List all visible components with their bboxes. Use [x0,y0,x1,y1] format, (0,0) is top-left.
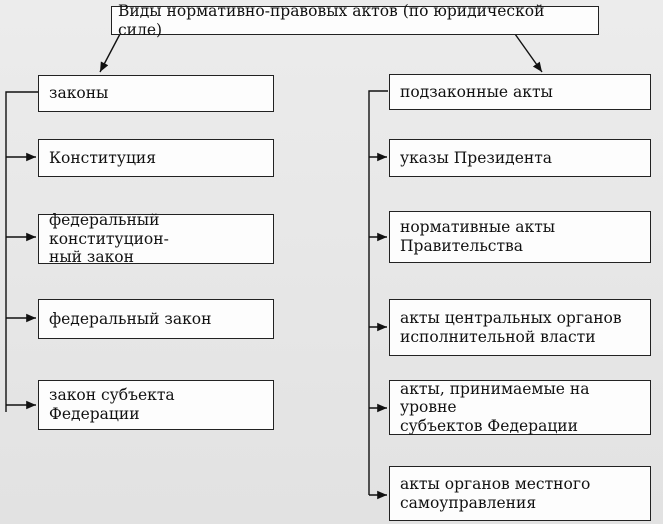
laws-label: законы [49,84,109,103]
root-node: Виды нормативно-правовых актов (по юриди… [111,2,599,39]
bylaws-node: подзаконные акты [389,74,651,110]
left-bracket [5,91,38,412]
arrow-root-to-laws [99,33,121,73]
right-bracket [368,90,388,495]
arrow-root-to-bylaws [514,33,543,73]
subject-law-node: закон субъекта Федерации [38,380,274,430]
federal-constitutional-law-node: федеральный конституцион- ный закон [38,211,274,266]
local-self-government-acts-node: акты органов местного самоуправления [389,466,651,521]
government-acts-node: нормативные акты Правительства [389,211,651,263]
bylaws-label: подзаконные акты [400,82,553,101]
root-label: Виды нормативно-правовых актов (по юриди… [118,1,545,39]
subject-level-acts-node: акты, принимаемые на уровне субъектов Фе… [389,380,651,435]
laws-node: законы [38,75,274,112]
presidential-decrees-node: указы Президента [389,139,651,177]
central-executive-acts-node: акты центральных органов исполнительной … [389,299,651,356]
constitution-node: Конституция [38,139,274,177]
federal-law-node: федеральный закон [38,299,274,339]
